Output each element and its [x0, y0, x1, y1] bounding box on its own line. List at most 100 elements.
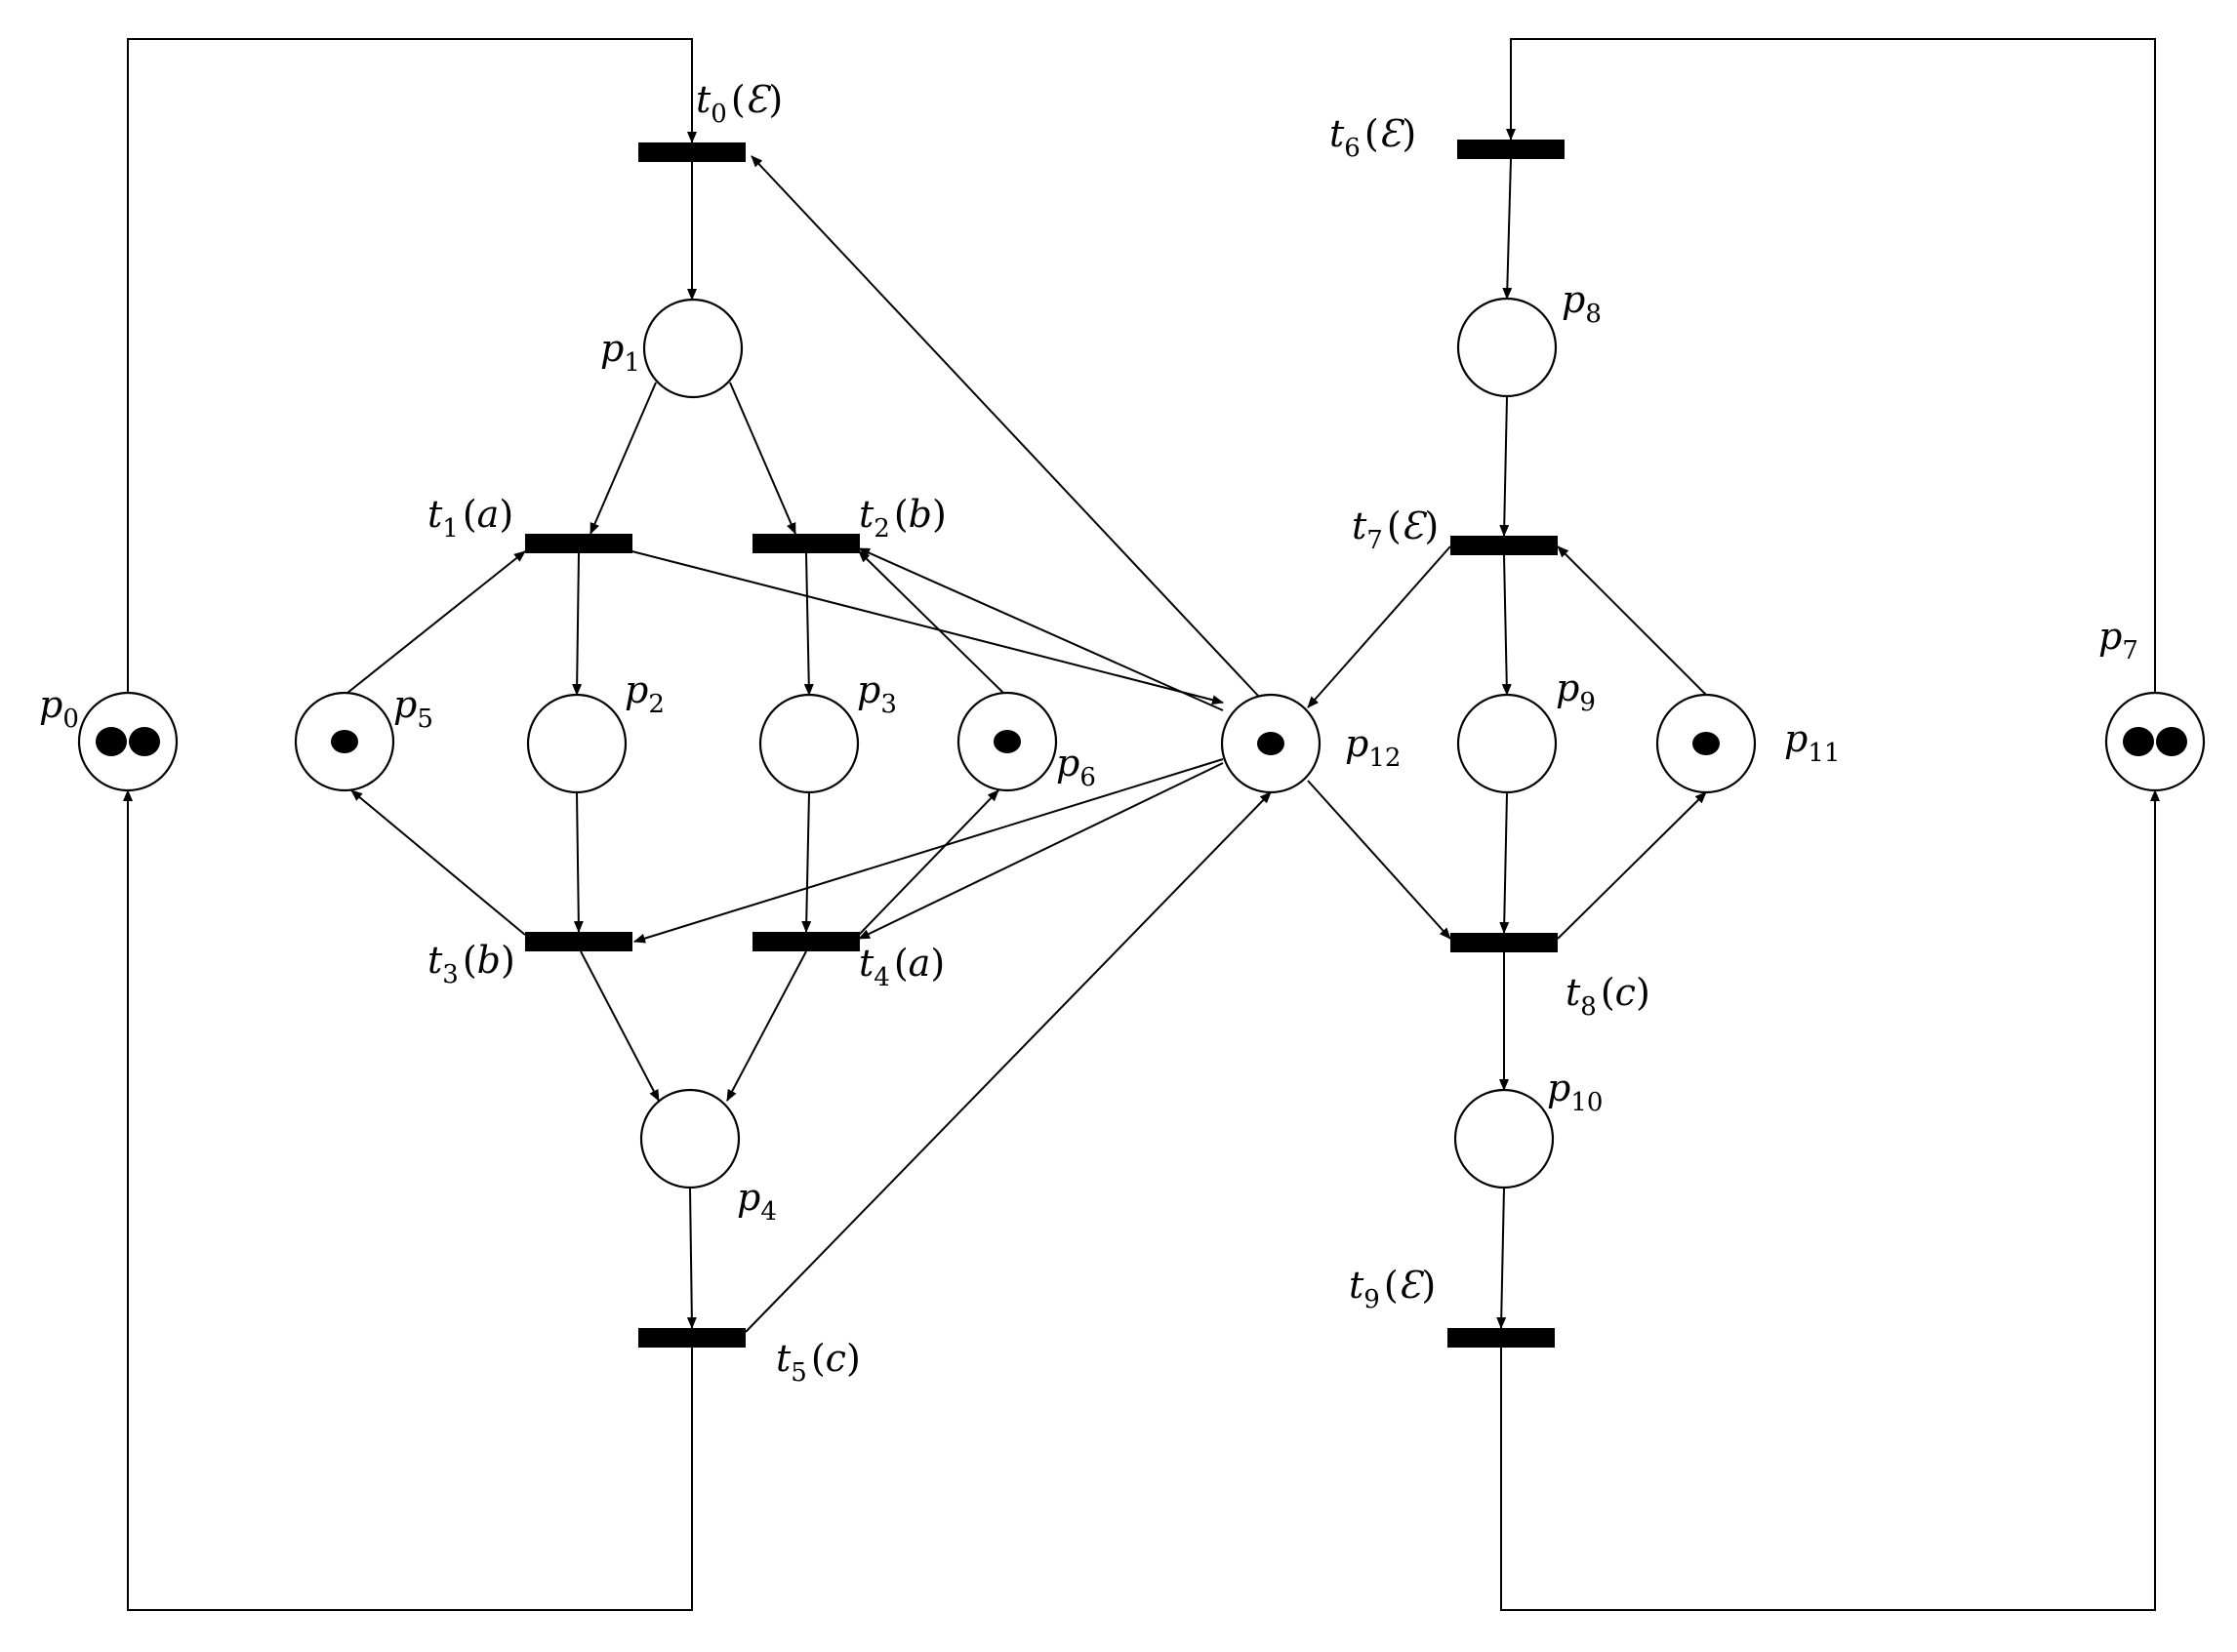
arc-t5-to-p0 — [123, 789, 693, 1611]
label-event: c — [826, 1337, 846, 1380]
label-t8: t8(c) — [1566, 971, 1650, 1022]
token — [2156, 727, 2187, 756]
label-index: 0 — [62, 705, 79, 734]
label-p2: p2 — [625, 668, 665, 719]
arcs-layer — [123, 38, 2160, 1611]
label-symbol: t — [776, 1337, 792, 1380]
transition-t1 — [525, 534, 632, 553]
label-symbol: p — [393, 683, 417, 726]
place-p9 — [1456, 693, 1558, 794]
label-paren: ) — [768, 78, 783, 121]
arc-t3-to-p5 — [350, 789, 526, 936]
label-paren: ( — [811, 1337, 826, 1380]
place-circle-p3 — [758, 693, 860, 794]
label-paren: ( — [463, 939, 477, 982]
arc-p9-to-t8 — [1499, 791, 1510, 934]
label-symbol: p — [1562, 278, 1585, 321]
token — [96, 727, 127, 756]
label-t2: t2(b) — [859, 493, 947, 544]
label-p9: p9 — [1556, 666, 1596, 717]
arc-p8-to-t7 — [1499, 395, 1510, 537]
arc-t3-to-p4 — [580, 950, 660, 1102]
label-paren: ) — [501, 939, 515, 982]
label-index: 7 — [1366, 526, 1383, 555]
label-p7: p7 — [2098, 615, 2138, 665]
label-index: 9 — [1363, 1285, 1380, 1314]
place-p6 — [956, 691, 1058, 792]
label-index: 4 — [760, 1197, 777, 1227]
label-t0: t0(Ɛ) — [696, 78, 783, 129]
place-p3 — [758, 693, 860, 794]
label-p10: p10 — [1547, 1067, 1603, 1117]
place-p0 — [77, 691, 179, 792]
place-p10 — [1453, 1088, 1555, 1189]
label-t7: t7(Ɛ) — [1352, 504, 1439, 555]
label-index: 0 — [711, 100, 727, 129]
label-t3: t3(b) — [427, 939, 515, 989]
arc-p12-to-t4 — [858, 762, 1224, 940]
label-symbol: p — [625, 668, 648, 711]
arc-p5-to-t1 — [346, 550, 526, 694]
transition-t6 — [1457, 140, 1565, 159]
label-index: 9 — [1579, 688, 1596, 717]
label-index: 11 — [1808, 739, 1840, 768]
label-paren: ) — [1402, 112, 1416, 155]
transition-t4 — [752, 932, 860, 951]
transition-t7 — [1450, 536, 1558, 555]
place-p12 — [1220, 693, 1322, 794]
arc-t7-to-p12 — [1307, 545, 1451, 708]
label-symbol: p — [1547, 1067, 1570, 1109]
transition-t0 — [638, 142, 746, 162]
label-index: 2 — [648, 690, 665, 719]
transition-t2 — [752, 534, 860, 553]
label-index: 5 — [791, 1358, 807, 1388]
label-symbol: t — [1566, 971, 1581, 1014]
label-paren: ) — [499, 493, 513, 536]
label-paren: ( — [1387, 504, 1402, 547]
label-t1: t1(a) — [427, 493, 513, 544]
token — [331, 730, 358, 753]
token — [1257, 732, 1284, 755]
label-index: 3 — [442, 960, 459, 989]
arc-p4-to-t5 — [686, 1187, 697, 1329]
label-t9: t9(Ɛ) — [1349, 1264, 1436, 1314]
label-paren: ) — [1421, 1264, 1436, 1307]
label-event: Ɛ — [746, 78, 772, 121]
label-symbol: p — [1345, 722, 1368, 765]
label-paren: ) — [846, 1337, 861, 1380]
arc-p2-to-t3 — [573, 791, 584, 933]
arc-t6-to-p8 — [1502, 158, 1513, 300]
place-circle-p0 — [77, 691, 179, 792]
label-paren: ) — [930, 942, 945, 985]
label-symbol: t — [427, 939, 443, 982]
label-p0: p0 — [39, 683, 79, 734]
place-p1 — [642, 298, 744, 399]
token — [1692, 732, 1720, 755]
label-t5: t5(c) — [776, 1337, 861, 1388]
label-index: 7 — [2122, 636, 2138, 665]
place-p5 — [294, 691, 395, 792]
place-circle-p7 — [2104, 691, 2206, 792]
arc-t5-to-p12 — [745, 791, 1272, 1333]
label-index: 6 — [1344, 134, 1361, 163]
label-symbol: t — [859, 942, 874, 985]
places-layer — [77, 297, 2206, 1189]
label-event: c — [1615, 971, 1636, 1014]
token — [129, 727, 160, 756]
transition-t8 — [1450, 933, 1558, 952]
arc-t2-to-p3 — [803, 552, 814, 696]
token — [994, 730, 1021, 753]
label-event: Ɛ — [1402, 504, 1428, 547]
label-index: 1 — [624, 348, 640, 378]
label-symbol: p — [600, 327, 624, 370]
arc-p12-to-t3 — [633, 758, 1224, 944]
arc-t8-to-p11 — [1557, 791, 1707, 940]
arc-p1-to-t2 — [729, 382, 796, 535]
label-symbol: t — [1329, 112, 1345, 155]
place-circle-p10 — [1453, 1088, 1555, 1189]
token — [2123, 727, 2154, 756]
place-circle-p2 — [526, 693, 628, 794]
arc-p12-to-t0 — [751, 155, 1260, 698]
label-p12: p12 — [1345, 722, 1401, 773]
place-p4 — [639, 1088, 741, 1189]
